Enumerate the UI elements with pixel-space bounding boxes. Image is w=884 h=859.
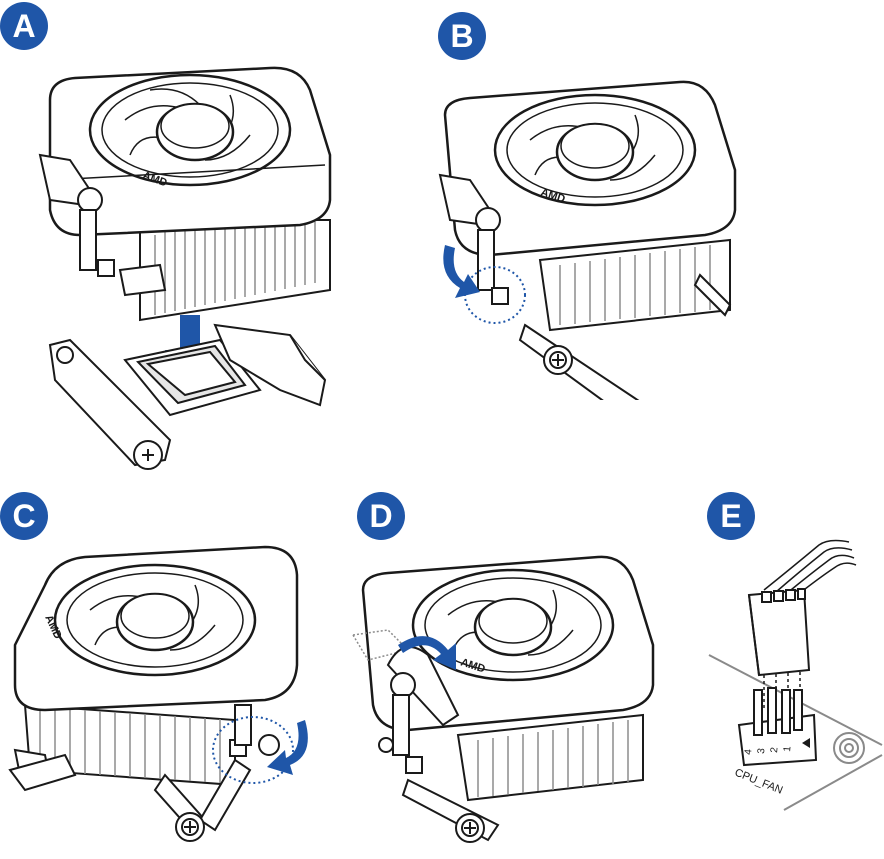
retention-lever-icon: [230, 705, 279, 756]
step-b-illustration: AMD: [430, 60, 750, 400]
step-c-illustration: AMD: [5, 545, 335, 855]
step-badge-d: D: [357, 492, 405, 540]
header-label: CPU_FAN: [733, 767, 785, 797]
board-mounting-hole: [834, 733, 864, 763]
heatsink-icon: [458, 715, 643, 800]
step-e-illustration: 4 3 2 1 CPU_FAN: [704, 530, 884, 850]
fan-connector-icon: [749, 541, 856, 675]
screw-icon: [182, 819, 198, 835]
step-badge-b: B: [438, 12, 486, 60]
step-badge-c: C: [0, 492, 48, 540]
step-badge-a: A: [0, 2, 48, 50]
step-d-illustration: AMD: [348, 535, 668, 855]
heatsink-icon: [140, 220, 330, 320]
step-a-illustration: AMD: [30, 60, 410, 530]
screw-icon: [550, 352, 566, 368]
